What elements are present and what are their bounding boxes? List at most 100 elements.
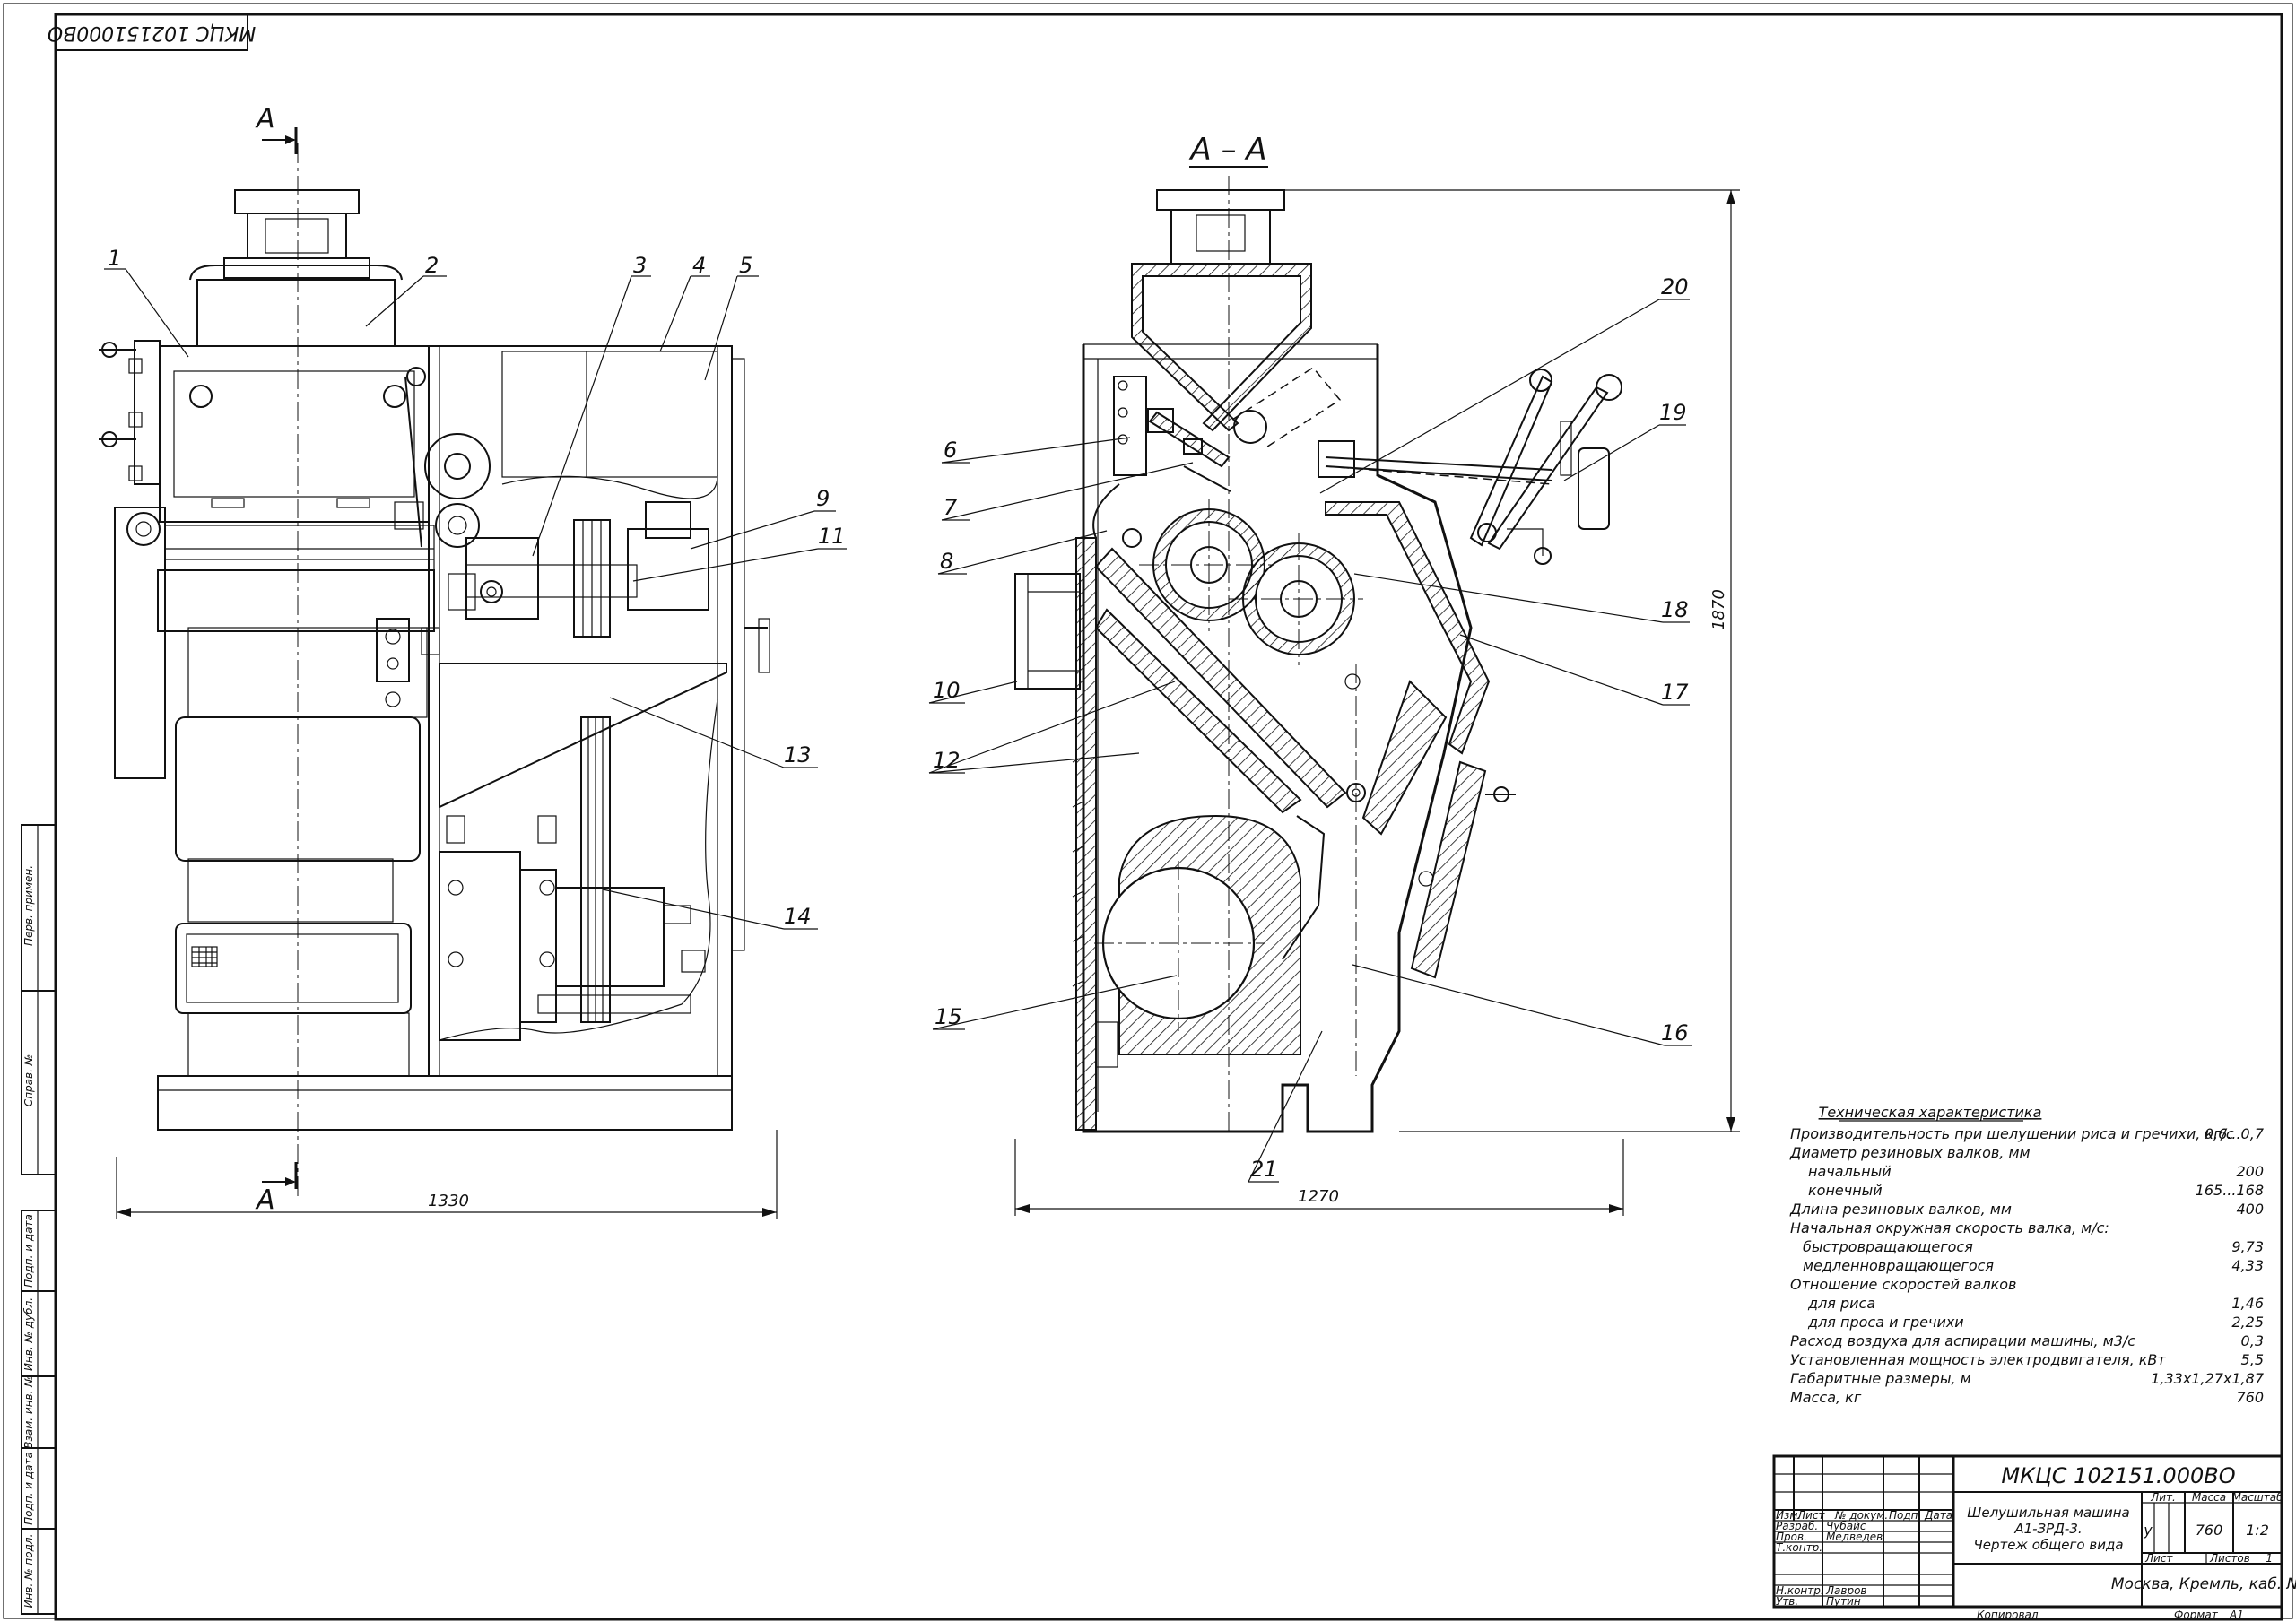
- spec-label: быстровращающегося: [1803, 1238, 1973, 1255]
- spec-label: Начальная окружная скорость валка, м/с:: [1790, 1219, 2109, 1236]
- spec-value: 400: [2236, 1201, 2264, 1218]
- spec-value: 165...168: [2196, 1182, 2264, 1199]
- tb-name-line2: А1-ЗРД-3.: [2013, 1521, 2082, 1537]
- callout-15: 15: [935, 1004, 962, 1029]
- side-stamp-3: Инв. № дубл.: [22, 1297, 35, 1371]
- side-stamp-2: Подп. и дата: [22, 1214, 35, 1288]
- callout-16: 16: [1661, 1020, 1689, 1045]
- spec-label: Установленная мощность электродвигателя,…: [1790, 1351, 2166, 1368]
- tech-spec-rows: Производительность при шелушении риса и …: [1789, 1125, 2265, 1406]
- tb-format-label: Формат: [2174, 1609, 2219, 1621]
- callout-17: 17: [1661, 680, 1689, 705]
- callout-11: 11: [818, 524, 846, 549]
- section-view: А – А: [1014, 132, 1622, 1133]
- spec-value: 4,33: [2231, 1257, 2264, 1274]
- spec-label: Производительность при шелушении риса и …: [1790, 1125, 2234, 1142]
- spec-value: 0,3: [2241, 1332, 2264, 1349]
- callout-21: 21: [1250, 1157, 1278, 1182]
- tb-name-check: Медведев: [1826, 1531, 1883, 1543]
- spec-value: 2,25: [2231, 1314, 2264, 1331]
- callout-8: 8: [940, 549, 953, 574]
- spec-label: Диаметр резиновых валков, мм: [1789, 1144, 2031, 1161]
- spec-label: Отношение скоростей валков: [1790, 1276, 2016, 1293]
- callout-1: 1: [108, 246, 121, 271]
- tb-col-scale: Масштаб: [2231, 1491, 2283, 1504]
- tb-col-mass: Масса: [2192, 1491, 2226, 1504]
- tb-sheets-label: Листов: [2209, 1552, 2250, 1565]
- spec-label: начальный: [1808, 1163, 1892, 1180]
- tb-role-tcontrol: Т.контр.: [1776, 1541, 1822, 1554]
- callout-7: 7: [944, 495, 958, 520]
- tb-name-dev: Чубайс: [1826, 1520, 1866, 1532]
- drawing-frame: [54, 13, 2283, 1621]
- rotated-code-text: МКЦС 102151000ВО: [48, 22, 256, 44]
- section-marks: А А: [255, 103, 298, 1216]
- spec-label: Расход воздуха для аспирации машины, м3/…: [1790, 1332, 2135, 1349]
- callout-20: 20: [1661, 274, 1689, 299]
- callout-4: 4: [692, 253, 706, 278]
- tb-name-line3: Чертеж общего вида: [1973, 1537, 2123, 1553]
- spec-label: медленновращающегося: [1803, 1257, 1994, 1274]
- spec-label: для риса: [1807, 1295, 1875, 1312]
- tb-hdr-list: Лист: [1796, 1509, 1825, 1522]
- tb-hdr-doc: № докум.: [1834, 1509, 1888, 1522]
- callout-3: 3: [633, 253, 647, 278]
- spec-label: Масса, кг: [1790, 1389, 1862, 1406]
- callout-6: 6: [944, 438, 957, 463]
- callout-18: 18: [1661, 597, 1689, 622]
- motor-vent-grid: [192, 947, 217, 967]
- spec-label: для проса и гречихи: [1807, 1314, 1964, 1331]
- section-dimensions: 1270 1870: [1014, 189, 1740, 1216]
- tb-hdr-date: Дата: [1924, 1509, 1952, 1522]
- callout-9: 9: [816, 486, 830, 511]
- tb-mass-value: 760: [2196, 1522, 2223, 1539]
- left-callouts: 1 2 3 4 5 9 11 13 14: [104, 246, 847, 930]
- tb-scale-value: 1:2: [2246, 1522, 2269, 1539]
- side-stamp-1: Справ. №: [22, 1054, 35, 1106]
- side-stamp-4: Взам. инв. №: [22, 1375, 35, 1448]
- tb-sheets-value: 1: [2266, 1552, 2273, 1565]
- callout-19: 19: [1659, 400, 1687, 425]
- side-stamp-6: Инв. № подл.: [22, 1534, 35, 1609]
- section-width-value: 1270: [1298, 1187, 1339, 1206]
- front-view: [99, 143, 770, 1201]
- spec-value: 9,73: [2231, 1238, 2264, 1255]
- callout-2: 2: [425, 253, 439, 278]
- side-stamp: Перв. примен. Справ. № Подп. и дата Инв.…: [21, 824, 57, 1615]
- tb-designation: МКЦС 102151.000ВО: [2001, 1463, 2235, 1488]
- tb-format-value: А1: [2229, 1609, 2244, 1621]
- callout-10: 10: [933, 678, 961, 703]
- side-stamp-0: Перв. примен.: [22, 865, 35, 946]
- tb-role-check: Пров.: [1776, 1531, 1807, 1543]
- section-mark-top: А: [255, 103, 275, 134]
- callout-13: 13: [784, 742, 812, 768]
- tb-lit-value: у: [2143, 1522, 2152, 1539]
- tb-copied: Копировал: [1977, 1609, 2039, 1621]
- tb-hdr-izm: Изм.: [1776, 1509, 1801, 1522]
- side-stamp-5: Подп. и дата: [22, 1452, 35, 1525]
- spec-label: Габаритные размеры, м: [1790, 1370, 1971, 1387]
- spec-value: 200: [2236, 1163, 2264, 1180]
- tb-hdr-sign: Подп.: [1889, 1509, 1921, 1522]
- section-height-value: 1870: [1709, 589, 1728, 630]
- spec-value: 0,6...0,7: [2205, 1125, 2265, 1142]
- section-mark-bottom: А: [255, 1184, 275, 1216]
- spec-label: Длина резиновых валков, мм: [1789, 1201, 2012, 1218]
- callout-12: 12: [933, 748, 961, 773]
- tech-specs: Техническая характеристика Производитель…: [1789, 1104, 2265, 1406]
- spec-value: 1,33х1,27х1,87: [2151, 1370, 2265, 1387]
- left-width-dimension: 1330: [116, 1130, 778, 1219]
- left-width-value: 1330: [428, 1192, 469, 1210]
- section-title: А – А: [1188, 132, 1266, 168]
- tb-name-line1: Шелушильная машина: [1967, 1505, 2129, 1521]
- tb-col-lit: Лит.: [2150, 1491, 2176, 1504]
- spec-value: 760: [2236, 1389, 2264, 1406]
- tb-role-approve: Утв.: [1776, 1595, 1798, 1608]
- tb-org: Москва, Кремль, каб. №1: [2111, 1575, 2296, 1593]
- tech-specs-title: Техническая характеристика: [1819, 1104, 2042, 1121]
- spec-value: 5,5: [2241, 1351, 2264, 1368]
- tb-sheet-label: Лист: [2144, 1552, 2173, 1565]
- callout-5: 5: [739, 253, 752, 278]
- rotated-code-stamp: МКЦС 102151000ВО: [48, 13, 256, 51]
- tb-role-dev: Разраб.: [1776, 1520, 1818, 1532]
